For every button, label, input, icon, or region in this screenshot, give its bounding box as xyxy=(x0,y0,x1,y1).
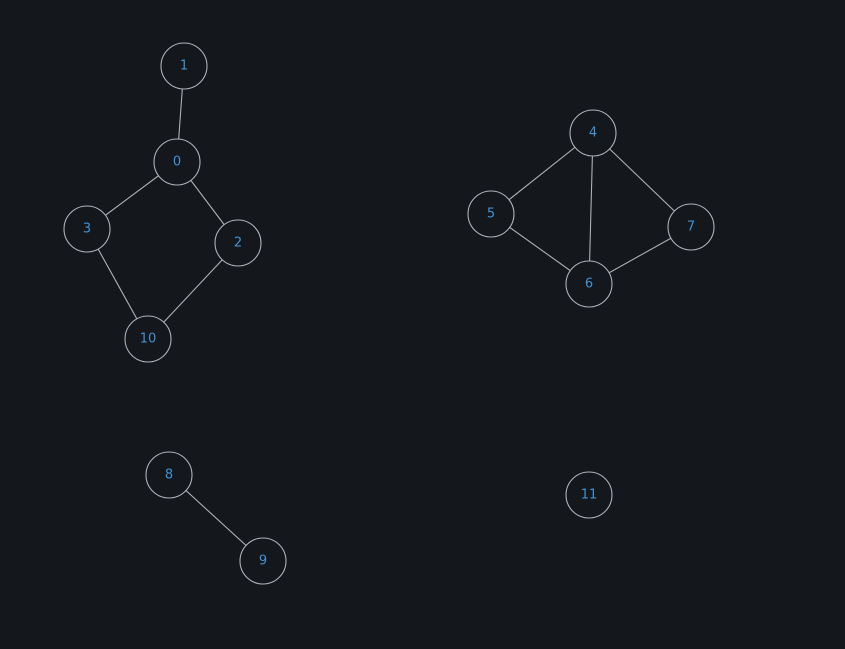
node-circle[interactable] xyxy=(214,219,262,267)
node-3[interactable]: 3 xyxy=(63,205,111,253)
node-circle[interactable] xyxy=(63,205,111,253)
node-label: 6 xyxy=(585,277,593,292)
node-circle[interactable] xyxy=(124,315,172,363)
node-circle[interactable] xyxy=(153,138,201,186)
node-11[interactable]: 11 xyxy=(565,471,613,519)
node-6[interactable]: 6 xyxy=(565,260,613,308)
node-label: 2 xyxy=(234,236,242,251)
node-circle[interactable] xyxy=(239,537,287,585)
node-circle[interactable] xyxy=(565,260,613,308)
node-circle[interactable] xyxy=(160,42,208,90)
node-label: 1 xyxy=(180,59,188,74)
node-circle[interactable] xyxy=(667,203,715,251)
node-label: 10 xyxy=(140,332,157,347)
node-5[interactable]: 5 xyxy=(467,190,515,238)
node-4[interactable]: 4 xyxy=(569,109,617,157)
node-1[interactable]: 1 xyxy=(160,42,208,90)
node-label: 11 xyxy=(581,488,598,503)
node-circle[interactable] xyxy=(467,190,515,238)
node-label: 9 xyxy=(259,554,267,569)
node-label: 4 xyxy=(589,126,597,141)
node-2[interactable]: 2 xyxy=(214,219,262,267)
node-label: 8 xyxy=(165,468,173,483)
node-label: 7 xyxy=(687,220,695,235)
node-circle[interactable] xyxy=(145,451,193,499)
node-8[interactable]: 8 xyxy=(145,451,193,499)
node-label: 0 xyxy=(173,155,181,170)
node-circle[interactable] xyxy=(565,471,613,519)
edge-4-6 xyxy=(588,132,594,285)
node-7[interactable]: 7 xyxy=(667,203,715,251)
node-9[interactable]: 9 xyxy=(239,537,287,585)
node-0[interactable]: 0 xyxy=(153,138,201,186)
nodes-layer: 0 1 2 3 4 5 6 7 8 9 10 11 xyxy=(63,42,715,585)
node-label: 3 xyxy=(83,222,91,237)
node-label: 5 xyxy=(487,207,495,222)
node-circle[interactable] xyxy=(569,109,617,157)
node-10[interactable]: 10 xyxy=(124,315,172,363)
